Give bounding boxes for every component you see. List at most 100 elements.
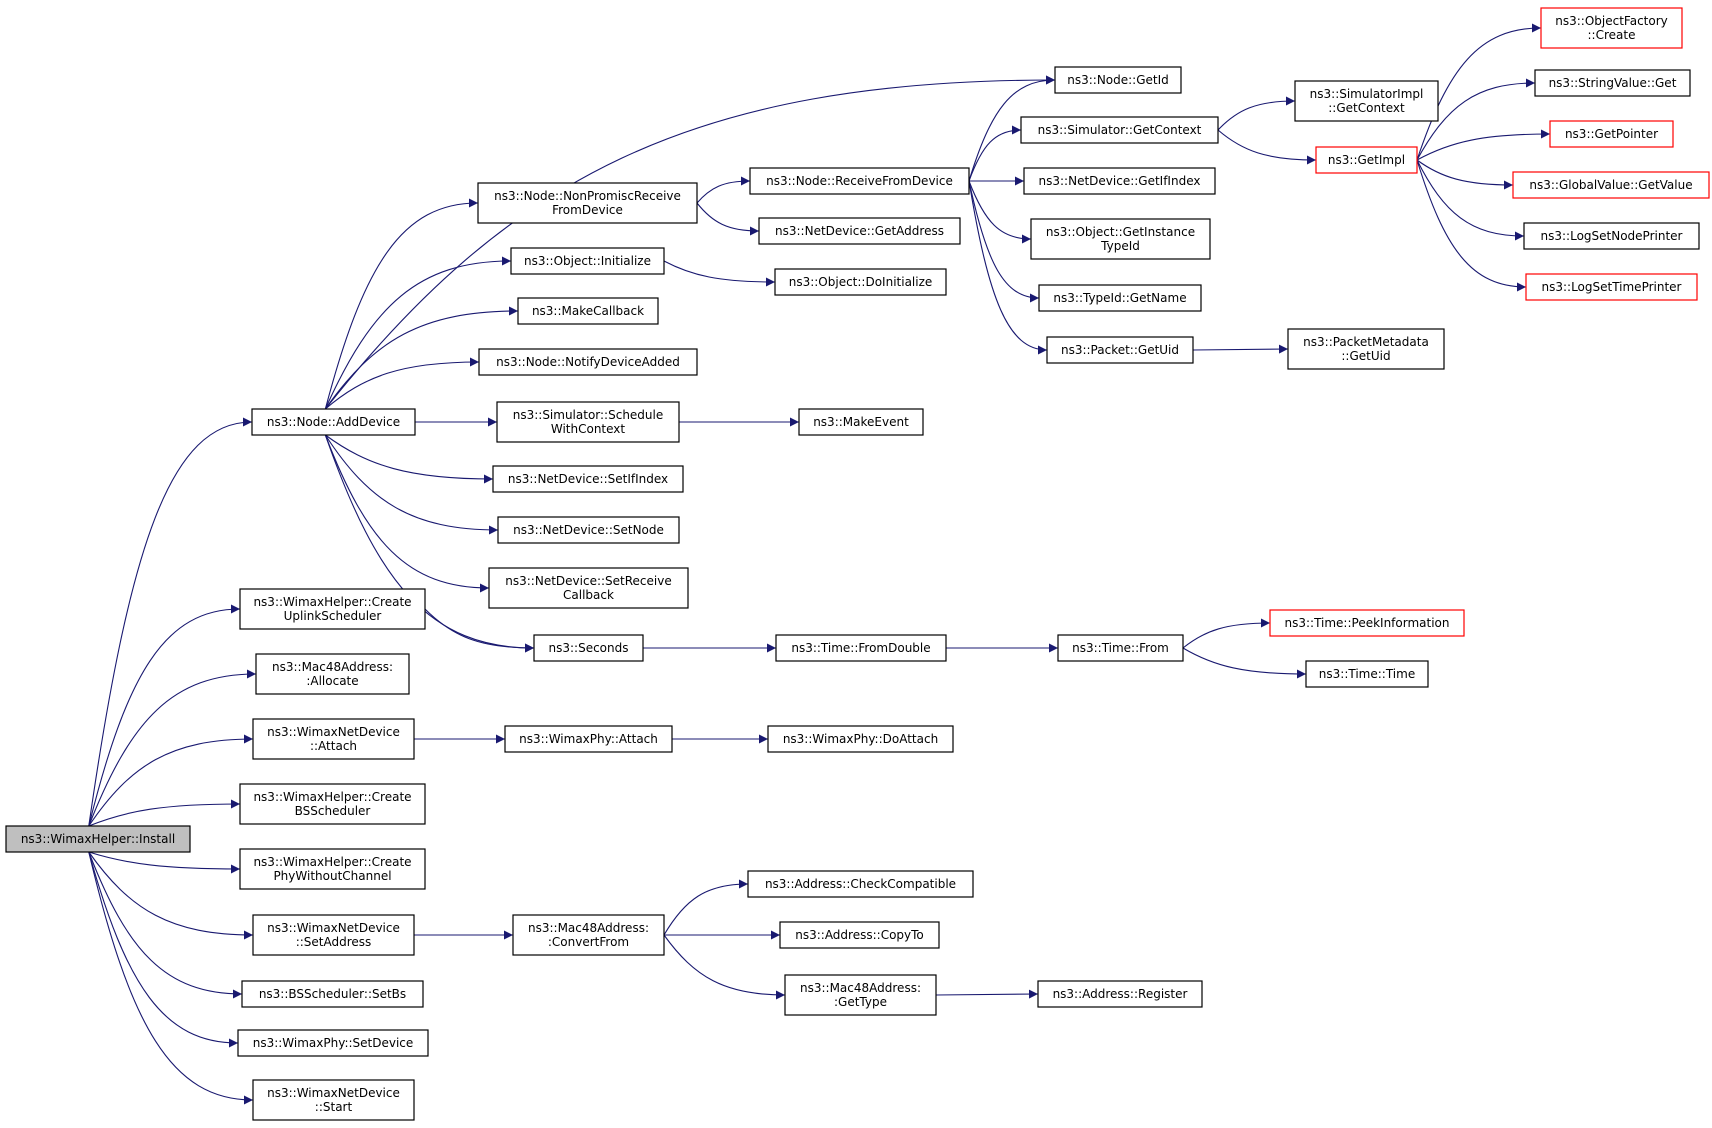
node-box	[749, 167, 970, 195]
node-box	[1287, 328, 1445, 370]
node-ns3-netdevice-getaddress[interactable]: ns3::NetDevice::GetAddress	[758, 217, 961, 245]
node-ns3-wimaxphy-attach[interactable]: ns3::WimaxPhy::Attach	[504, 725, 673, 753]
node-ns3-wimaxnetdevice-start[interactable]: ns3::WimaxNetDevice::Start	[252, 1079, 415, 1121]
edge-getcontext-to-simimplctx	[1217, 96, 1296, 131]
node-label: ns3::WimaxNetDevice	[267, 725, 400, 739]
node-label: ns3::WimaxHelper::Install	[21, 832, 175, 846]
node-ns3-time-from[interactable]: ns3::Time::From	[1057, 634, 1184, 662]
node-ns3-packetmetadata-getuid[interactable]: ns3::PacketMetadata::GetUid	[1287, 328, 1445, 370]
node-box	[251, 408, 416, 436]
node-label: ns3::LogSetNodePrinter	[1541, 229, 1683, 243]
node-ns3-logsetnodeprinter[interactable]: ns3::LogSetNodePrinter	[1523, 222, 1700, 250]
edge-install-to-allocate	[88, 669, 257, 827]
node-label: Callback	[563, 588, 614, 602]
node-ns3-wimaxnetdevice-setaddress[interactable]: ns3::WimaxNetDevice::SetAddress	[252, 914, 415, 956]
edge-convertfrom-to-checkcompat	[663, 879, 749, 936]
node-box	[512, 914, 665, 956]
node-box	[1046, 336, 1194, 364]
node-ns3-time-peekinformation[interactable]: ns3::Time::PeekInformation	[1269, 609, 1465, 637]
node-box	[252, 914, 415, 956]
edge-adddevice-to-setrecvcb	[324, 434, 490, 593]
node-ns3-packet-getuid[interactable]: ns3::Packet::GetUid	[1046, 336, 1194, 364]
node-label: ns3::Node::NonPromiscReceive	[494, 189, 681, 203]
edge-recvfromdev-to-getinsttid	[968, 180, 1032, 244]
node-label: ns3::WimaxNetDevice	[267, 1086, 400, 1100]
node-ns3-objectfactory-create[interactable]: ns3::ObjectFactory::Create	[1540, 7, 1683, 49]
node-ns3-simulatorimpl-getcontext[interactable]: ns3::SimulatorImpl::GetContext	[1294, 80, 1439, 122]
node-ns3-makeevent[interactable]: ns3::MakeEvent	[798, 408, 924, 436]
node-label: ns3::GetPointer	[1565, 127, 1658, 141]
node-box	[5, 825, 191, 853]
edge-createuplink-to-seconds	[424, 608, 535, 653]
node-ns3-globalvalue-getvalue[interactable]: ns3::GlobalValue::GetValue	[1512, 171, 1710, 199]
node-label: ns3::GlobalValue::GetValue	[1529, 178, 1692, 192]
node-ns3-getpointer[interactable]: ns3::GetPointer	[1549, 120, 1674, 148]
node-ns3-wimaxphy-doattach[interactable]: ns3::WimaxPhy::DoAttach	[767, 725, 954, 753]
node-ns3-address-copyto[interactable]: ns3::Address::CopyTo	[779, 921, 940, 949]
node-ns3-netdevice-setifindex[interactable]: ns3::NetDevice::SetIfIndex	[492, 465, 684, 493]
edge-install-to-wndstart	[88, 851, 254, 1105]
node-ns3-object-initialize[interactable]: ns3::Object::Initialize	[510, 247, 665, 275]
node-ns3-wimaxphy-setdevice[interactable]: ns3::WimaxPhy::SetDevice	[237, 1029, 429, 1057]
edge-install-to-adddevice	[88, 417, 253, 827]
edge-timefrom-to-peekinfo	[1182, 618, 1271, 649]
node-ns3-time-fromdouble[interactable]: ns3::Time::FromDouble	[775, 634, 947, 662]
node-ns3-simulator-getcontext[interactable]: ns3::Simulator::GetContext	[1020, 116, 1219, 144]
node-label: ns3::NetDevice::SetReceive	[505, 574, 671, 588]
node-label: TypeId	[1100, 239, 1140, 253]
node-ns3-mac48address-allocate[interactable]: ns3::Mac48Address::Allocate	[255, 653, 410, 695]
edge-adddevice-to-setnode	[324, 434, 499, 535]
node-ns3-mac48address-convertfrom[interactable]: ns3::Mac48Address::ConvertFrom	[512, 914, 665, 956]
node-label: ns3::PacketMetadata	[1303, 335, 1429, 349]
node-ns3-address-register[interactable]: ns3::Address::Register	[1037, 980, 1203, 1008]
node-ns3-node-notifydeviceadded[interactable]: ns3::Node::NotifyDeviceAdded	[478, 348, 698, 376]
node-ns3-node-getid[interactable]: ns3::Node::GetId	[1054, 66, 1182, 94]
node-ns3-stringvalue-get[interactable]: ns3::StringValue::Get	[1534, 69, 1691, 97]
node-label: ::GetContext	[1328, 101, 1405, 115]
node-label: ns3::Object::Initialize	[524, 254, 651, 268]
node-label: ns3::NetDevice::SetNode	[513, 523, 664, 537]
node-label: ns3::WimaxPhy::Attach	[519, 732, 658, 746]
node-label: ns3::Address::Register	[1053, 987, 1188, 1001]
node-label: :ConvertFrom	[548, 935, 629, 949]
node-ns3-time-time[interactable]: ns3::Time::Time	[1305, 660, 1429, 688]
node-ns3-object-doinitialize[interactable]: ns3::Object::DoInitialize	[774, 268, 947, 296]
node-label: ns3::Time::PeekInformation	[1284, 616, 1449, 630]
node-ns3-netdevice-getifindex[interactable]: ns3::NetDevice::GetIfIndex	[1023, 167, 1216, 195]
node-ns3-netdevice-setnode[interactable]: ns3::NetDevice::SetNode	[497, 516, 680, 544]
edge-gettype-to-register	[935, 989, 1039, 999]
node-ns3-typeid-getname[interactable]: ns3::TypeId::GetName	[1038, 284, 1202, 312]
node-ns3-getimpl[interactable]: ns3::GetImpl	[1315, 146, 1418, 174]
node-ns3-node-receivefromdevice[interactable]: ns3::Node::ReceiveFromDevice	[749, 167, 970, 195]
edge-timefrom-to-timetime	[1182, 647, 1307, 679]
node-box	[1020, 116, 1219, 144]
node-ns3-mac48address-gettype[interactable]: ns3::Mac48Address::GetType	[784, 974, 937, 1016]
edge-getcontext-to-getimpl	[1217, 129, 1317, 165]
edge-getimpl-to-stringget	[1416, 78, 1536, 161]
node-ns3-seconds[interactable]: ns3::Seconds	[533, 634, 644, 662]
node-label: ns3::Mac48Address:	[528, 921, 649, 935]
node-label: WithContext	[551, 422, 626, 436]
node-ns3-logsettimeprinter[interactable]: ns3::LogSetTimePrinter	[1525, 273, 1698, 301]
node-label: ns3::StringValue::Get	[1549, 76, 1677, 90]
node-box	[1038, 284, 1202, 312]
edge-adddevice-to-objinit	[324, 256, 512, 410]
node-ns3-wimaxhelper-createphywithoutchannel[interactable]: ns3::WimaxHelper::CreatePhyWithoutChanne…	[239, 848, 426, 890]
node-label: ns3::Time::From	[1072, 641, 1169, 655]
node-ns3-wimaxnetdevice-attach[interactable]: ns3::WimaxNetDevice::Attach	[252, 718, 415, 760]
node-ns3-address-checkcompatible[interactable]: ns3::Address::CheckCompatible	[747, 870, 974, 898]
node-ns3-node-adddevice[interactable]: ns3::Node::AddDevice	[251, 408, 416, 436]
node-ns3-makecallback[interactable]: ns3::MakeCallback	[517, 297, 659, 325]
node-label: ns3::Seconds	[549, 641, 629, 655]
node-label: ns3::Time::FromDouble	[791, 641, 930, 655]
edge-getimpl-to-objfactory	[1416, 23, 1542, 161]
node-ns3-bsscheduler-setbs[interactable]: ns3::BSScheduler::SetBs	[241, 980, 424, 1008]
node-label: ns3::Simulator::Schedule	[513, 408, 664, 422]
node-box	[492, 465, 684, 493]
